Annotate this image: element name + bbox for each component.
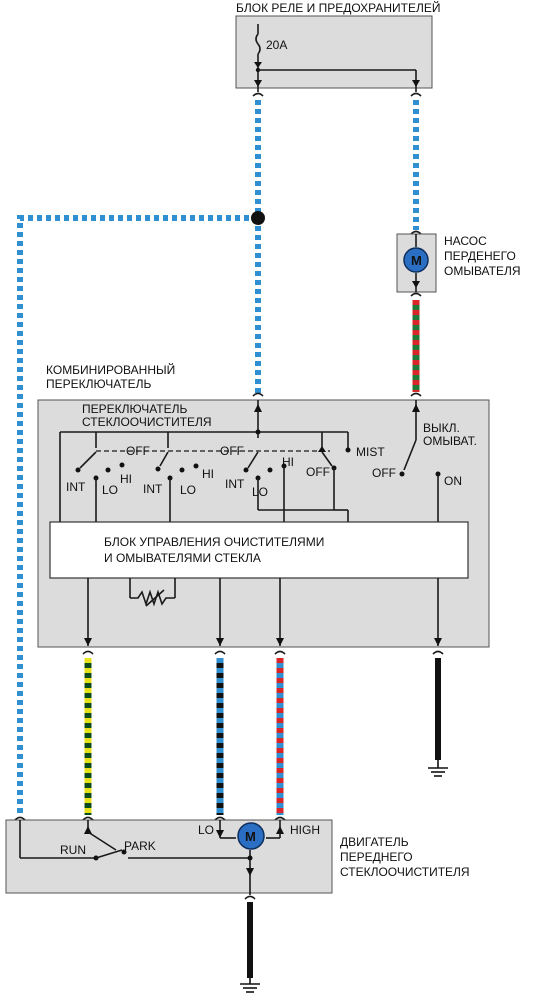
fuse-rating: 20A <box>266 38 287 52</box>
wiper-washer-control-unit <box>49 521 469 579</box>
control-unit-outputs <box>84 578 442 646</box>
wiper-int-label-1: INT <box>66 480 86 494</box>
wiper-off-label-1: OFF <box>126 444 150 458</box>
connector-motor-3 <box>214 816 226 821</box>
combo-switch-title-1: КОМБИНИРОВАННЫЙ <box>46 362 175 377</box>
wiper-int-label-3: INT <box>225 477 245 491</box>
wiper-motor-title-2: ПЕРЕДНЕГО <box>340 850 413 864</box>
wiper-off-label-2: OFF <box>220 444 244 458</box>
wiper-motor-title-1: ДВИГАТЕЛЬ <box>340 835 409 849</box>
pump-motor-symbol: M <box>411 253 422 268</box>
motor-run-label: RUN <box>60 843 86 857</box>
connector-out-4 <box>432 650 444 655</box>
wiper-hi-label-2: HI <box>202 467 214 481</box>
connector-pump-top <box>410 230 422 235</box>
connector-relay-right <box>410 92 422 97</box>
connector-out-1 <box>82 650 94 655</box>
washer-switch <box>399 400 441 522</box>
motor-high-label: HIGH <box>290 823 320 837</box>
fuse-20a <box>254 24 420 92</box>
motor-park-label: PARK <box>124 839 156 853</box>
pump-label-3: ОМЫВАТЕЛЯ <box>444 264 521 278</box>
connector-motor-1 <box>14 816 26 821</box>
splice-junction <box>251 211 265 225</box>
pump-label-2: ПЕРДЕНЕГО <box>444 249 516 263</box>
wiper-hi-label-1: HI <box>120 472 132 486</box>
wiper-motor-wiring <box>19 820 284 895</box>
relay-fuse-box <box>235 15 433 89</box>
resistor-icon <box>129 578 176 607</box>
washer-pump-motor-icon <box>403 247 429 273</box>
wiper-motor-icon <box>237 822 265 850</box>
connector-combo-power <box>252 392 264 397</box>
wiper-motor-symbol: M <box>245 829 256 844</box>
connector-motor-ground <box>244 895 256 900</box>
wiper-off-label-3: OFF <box>306 465 330 479</box>
connector-out-2 <box>214 650 226 655</box>
light-blue-wires <box>17 100 419 815</box>
connector-relay-left <box>252 92 264 97</box>
control-unit-label-1: БЛОК УПРАВЛЕНИЯ ОЧИСТИТЕЛЯМИ <box>104 535 324 549</box>
connector-pump-bottom <box>410 292 422 297</box>
washer-on-label: ON <box>444 474 462 488</box>
connector-pump-switch <box>410 392 422 397</box>
wiper-motor-title-3: СТЕКЛООЧИСТИТЕЛЯ <box>340 865 470 879</box>
wiper-hi-label-3: HI <box>282 455 294 469</box>
wiper-lo-label-3: LO <box>252 485 268 499</box>
wiper-lo-label-2: LO <box>180 483 196 497</box>
wiper-switch-title-2: СТЕКЛООЧИСТИТЕЛЯ <box>82 415 212 429</box>
washer-switch-title-2: ОМЫВАТ. <box>423 434 477 448</box>
washer-switch-title-1: ВЫКЛ. <box>423 421 460 435</box>
wiper-lo-label-1: LO <box>102 483 118 497</box>
connector-motor-4 <box>274 816 286 821</box>
wiper-mist-label: MIST <box>356 445 385 459</box>
relay-box-title: БЛОК РЕЛЕ И ПРЕДОХРАНИТЕЛЕЙ <box>236 0 440 15</box>
connector-motor-2 <box>82 816 94 821</box>
wiper-switch-title-1: ПЕРЕКЛЮЧАТЕЛЬ <box>82 402 188 416</box>
washer-off-label: OFF <box>372 466 396 480</box>
combo-switch-title-2: ПЕРЕКЛЮЧАТЕЛЬ <box>46 377 152 391</box>
wiper-int-label-2: INT <box>143 482 163 496</box>
pump-label-1: НАСОС <box>444 234 487 248</box>
wiper-switch-wiring <box>59 400 351 522</box>
ground-wire-washer <box>428 658 448 777</box>
connector-out-3 <box>274 650 286 655</box>
motor-lo-label: LO <box>198 823 214 837</box>
ground-wire-motor <box>240 902 260 993</box>
wiper-motor-box <box>5 819 333 894</box>
control-unit-label-2: И ОМЫВАТЕЛЯМИ СТЕКЛА <box>104 551 261 565</box>
